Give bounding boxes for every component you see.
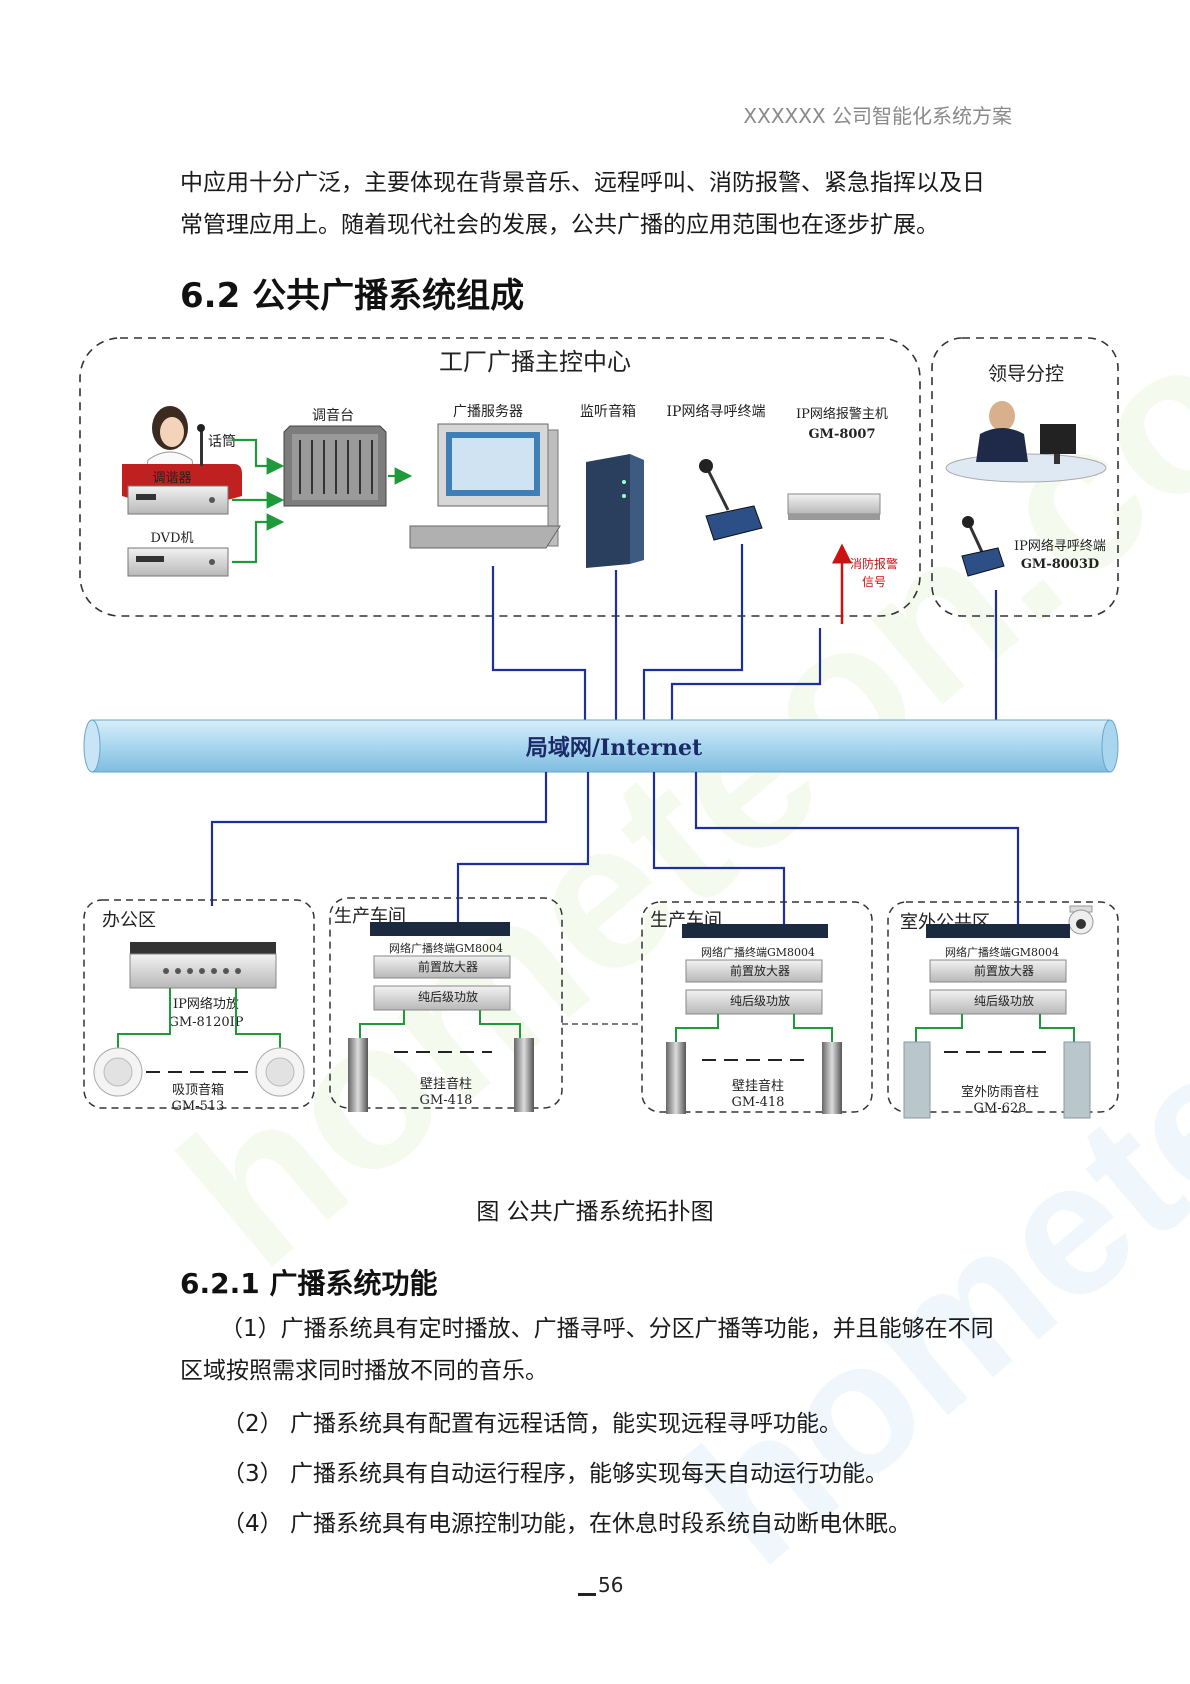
audio-links bbox=[232, 438, 413, 564]
network-terminal-icon bbox=[370, 922, 510, 936]
subsection-title: 6.2.1 广播系统功能 bbox=[180, 1267, 438, 1300]
network-terminal-icon bbox=[682, 924, 828, 938]
ip-paging-terminal-icon bbox=[699, 459, 763, 541]
speaker-links bbox=[675, 1014, 833, 1042]
zone-box-workshop-2 bbox=[641, 901, 873, 1113]
zone-power-amp: 纯后级功放 bbox=[730, 993, 790, 1008]
server-label: 广播服务器 bbox=[453, 404, 523, 420]
monitor-speaker-label: 监听音箱 bbox=[580, 403, 636, 420]
zone-power-amp: 纯后级功放 bbox=[418, 989, 478, 1004]
preamp-icon bbox=[373, 955, 511, 979]
camera-icon bbox=[1068, 905, 1094, 935]
list-paragraph: （1）广播系统具有定时播放、广播寻呼、分区广播等功能，并且能够在不同 区域按照需… bbox=[180, 1308, 1020, 1392]
page-number-rule bbox=[578, 1593, 596, 1596]
monitor-speaker-icon bbox=[586, 454, 644, 568]
outdoor-column-speaker-icon bbox=[1063, 1041, 1091, 1119]
branch-operator-icon bbox=[945, 401, 1107, 483]
zone-speaker-name: 壁挂音柱 bbox=[732, 1078, 784, 1094]
network-pipe bbox=[83, 719, 1119, 773]
zone-title: 生产车间 bbox=[334, 906, 406, 927]
zone-amp-name: IP网络功放 bbox=[173, 996, 239, 1012]
zone-speaker-model: GM-513 bbox=[172, 1099, 225, 1114]
alarm-host-name: IP网络报警主机 bbox=[796, 406, 888, 422]
network-links-lower bbox=[210, 772, 1020, 924]
intro-paragraph: 中应用十分广泛，主要体现在背景音乐、远程呼叫、消防报警、紧急指挥以及日 常管理应… bbox=[180, 162, 1020, 246]
page-number: 56 bbox=[578, 1573, 623, 1597]
zone-speaker-model: GM-418 bbox=[732, 1095, 785, 1110]
network-links-upper bbox=[491, 544, 998, 724]
wall-column-speaker-icon bbox=[666, 1042, 686, 1114]
branch-control-box bbox=[931, 337, 1119, 617]
control-center-box bbox=[79, 337, 921, 617]
wall-column-speaker-icon bbox=[348, 1038, 368, 1112]
power-amp-icon bbox=[929, 989, 1067, 1015]
network-terminal-icon bbox=[926, 924, 1070, 938]
page-number-value: 56 bbox=[598, 1573, 624, 1597]
intro-line: 常管理应用上。随着现代社会的发展，公共广播的应用范围也在逐步扩展。 bbox=[180, 212, 939, 238]
list-item: （4） 广播系统具有电源控制功能，在休息时段系统自动断电休眠。 bbox=[222, 1511, 911, 1537]
figure-caption: 图 公共广播系统拓扑图 bbox=[476, 1199, 714, 1225]
zone-preamp: 前置放大器 bbox=[418, 959, 478, 974]
zone-amp-model: GM-8120IP bbox=[168, 1015, 243, 1030]
mixer-label: 调音台 bbox=[312, 407, 354, 424]
zone-power-amp: 纯后级功放 bbox=[974, 993, 1034, 1008]
power-amp-icon bbox=[685, 989, 823, 1015]
control-center-title: 工厂广播主控中心 bbox=[439, 348, 631, 376]
running-header: XXXXXX 公司智能化系统方案 bbox=[743, 104, 1012, 128]
topology-diagram: 工厂广播主控中心 领导分控 话筒 调谐器 DVD机 调音台 bbox=[79, 337, 1119, 1119]
power-amp-icon bbox=[373, 985, 511, 1011]
speaker-links bbox=[359, 1010, 521, 1038]
zone-speaker-model: GM-418 bbox=[420, 1093, 473, 1108]
section-title: 6.2 公共广播系统组成 bbox=[180, 276, 525, 316]
speaker-links bbox=[915, 1014, 1075, 1042]
zone-terminal: 网络广播终端GM8004 bbox=[389, 941, 503, 955]
wall-column-speaker-icon bbox=[822, 1042, 842, 1114]
preamp-icon bbox=[929, 959, 1067, 983]
list-item: （2） 广播系统具有配置有远程话筒，能实现远程寻呼功能。 bbox=[222, 1411, 842, 1437]
wall-column-speaker-icon bbox=[514, 1038, 534, 1112]
ceiling-speaker-icon bbox=[93, 1047, 143, 1097]
mic-label: 话筒 bbox=[208, 433, 236, 450]
list-item-continuation: 区域按照需求同时播放不同的音乐。 bbox=[180, 1358, 548, 1384]
outdoor-column-speaker-icon bbox=[903, 1041, 931, 1119]
fire-signal-label: 消防报警 bbox=[850, 556, 898, 571]
broadcast-server-icon bbox=[409, 423, 561, 549]
alarm-host-icon bbox=[787, 493, 881, 520]
branch-paging-terminal-icon bbox=[961, 516, 1005, 577]
branch-paging-model: GM-8003D bbox=[1021, 557, 1099, 572]
branch-control-title: 领导分控 bbox=[988, 363, 1064, 385]
zone-terminal: 网络广播终端GM8004 bbox=[701, 945, 815, 959]
intro-line: 中应用十分广泛，主要体现在背景音乐、远程呼叫、消防报警、紧急指挥以及日 bbox=[180, 170, 985, 196]
fire-signal-label: 信号 bbox=[862, 575, 886, 589]
ceiling-speaker-icon bbox=[255, 1047, 305, 1097]
ip-amplifier-icon bbox=[129, 942, 277, 989]
zone-speaker-name: 壁挂音柱 bbox=[420, 1076, 472, 1092]
zone-title: 办公区 bbox=[102, 910, 156, 931]
zone-speaker-model: GM-628 bbox=[974, 1101, 1027, 1116]
zone-preamp: 前置放大器 bbox=[974, 963, 1034, 978]
tuner-label: 调谐器 bbox=[152, 471, 191, 486]
zone-terminal: 网络广播终端GM8004 bbox=[945, 945, 1059, 959]
zone-speaker-name: 室外防雨音柱 bbox=[961, 1084, 1039, 1100]
ip-paging-label: IP网络寻呼终端 bbox=[667, 404, 766, 420]
list-item: （1）广播系统具有定时播放、广播寻呼、分区广播等功能，并且能够在不同 bbox=[220, 1316, 994, 1342]
dvd-label: DVD机 bbox=[150, 531, 193, 546]
preamp-icon bbox=[685, 959, 823, 983]
alarm-host-model: GM-8007 bbox=[808, 427, 875, 442]
zone-box-office bbox=[83, 899, 315, 1109]
zone-preamp: 前置放大器 bbox=[730, 963, 790, 978]
tuner-icon bbox=[127, 485, 229, 515]
branch-paging-name: IP网络寻呼终端 bbox=[1014, 538, 1106, 554]
dvd-icon bbox=[127, 547, 229, 577]
network-label: 局域网/Internet bbox=[526, 735, 703, 761]
zone-box-outdoor bbox=[887, 901, 1119, 1113]
zone-speaker-name: 吸顶音箱 bbox=[172, 1082, 224, 1098]
mixer-icon bbox=[283, 425, 387, 507]
speaker-links bbox=[117, 988, 281, 1052]
zone-box-workshop-1 bbox=[329, 897, 563, 1109]
list-item: （3） 广播系统具有自动运行程序，能够实现每天自动运行功能。 bbox=[222, 1461, 888, 1487]
